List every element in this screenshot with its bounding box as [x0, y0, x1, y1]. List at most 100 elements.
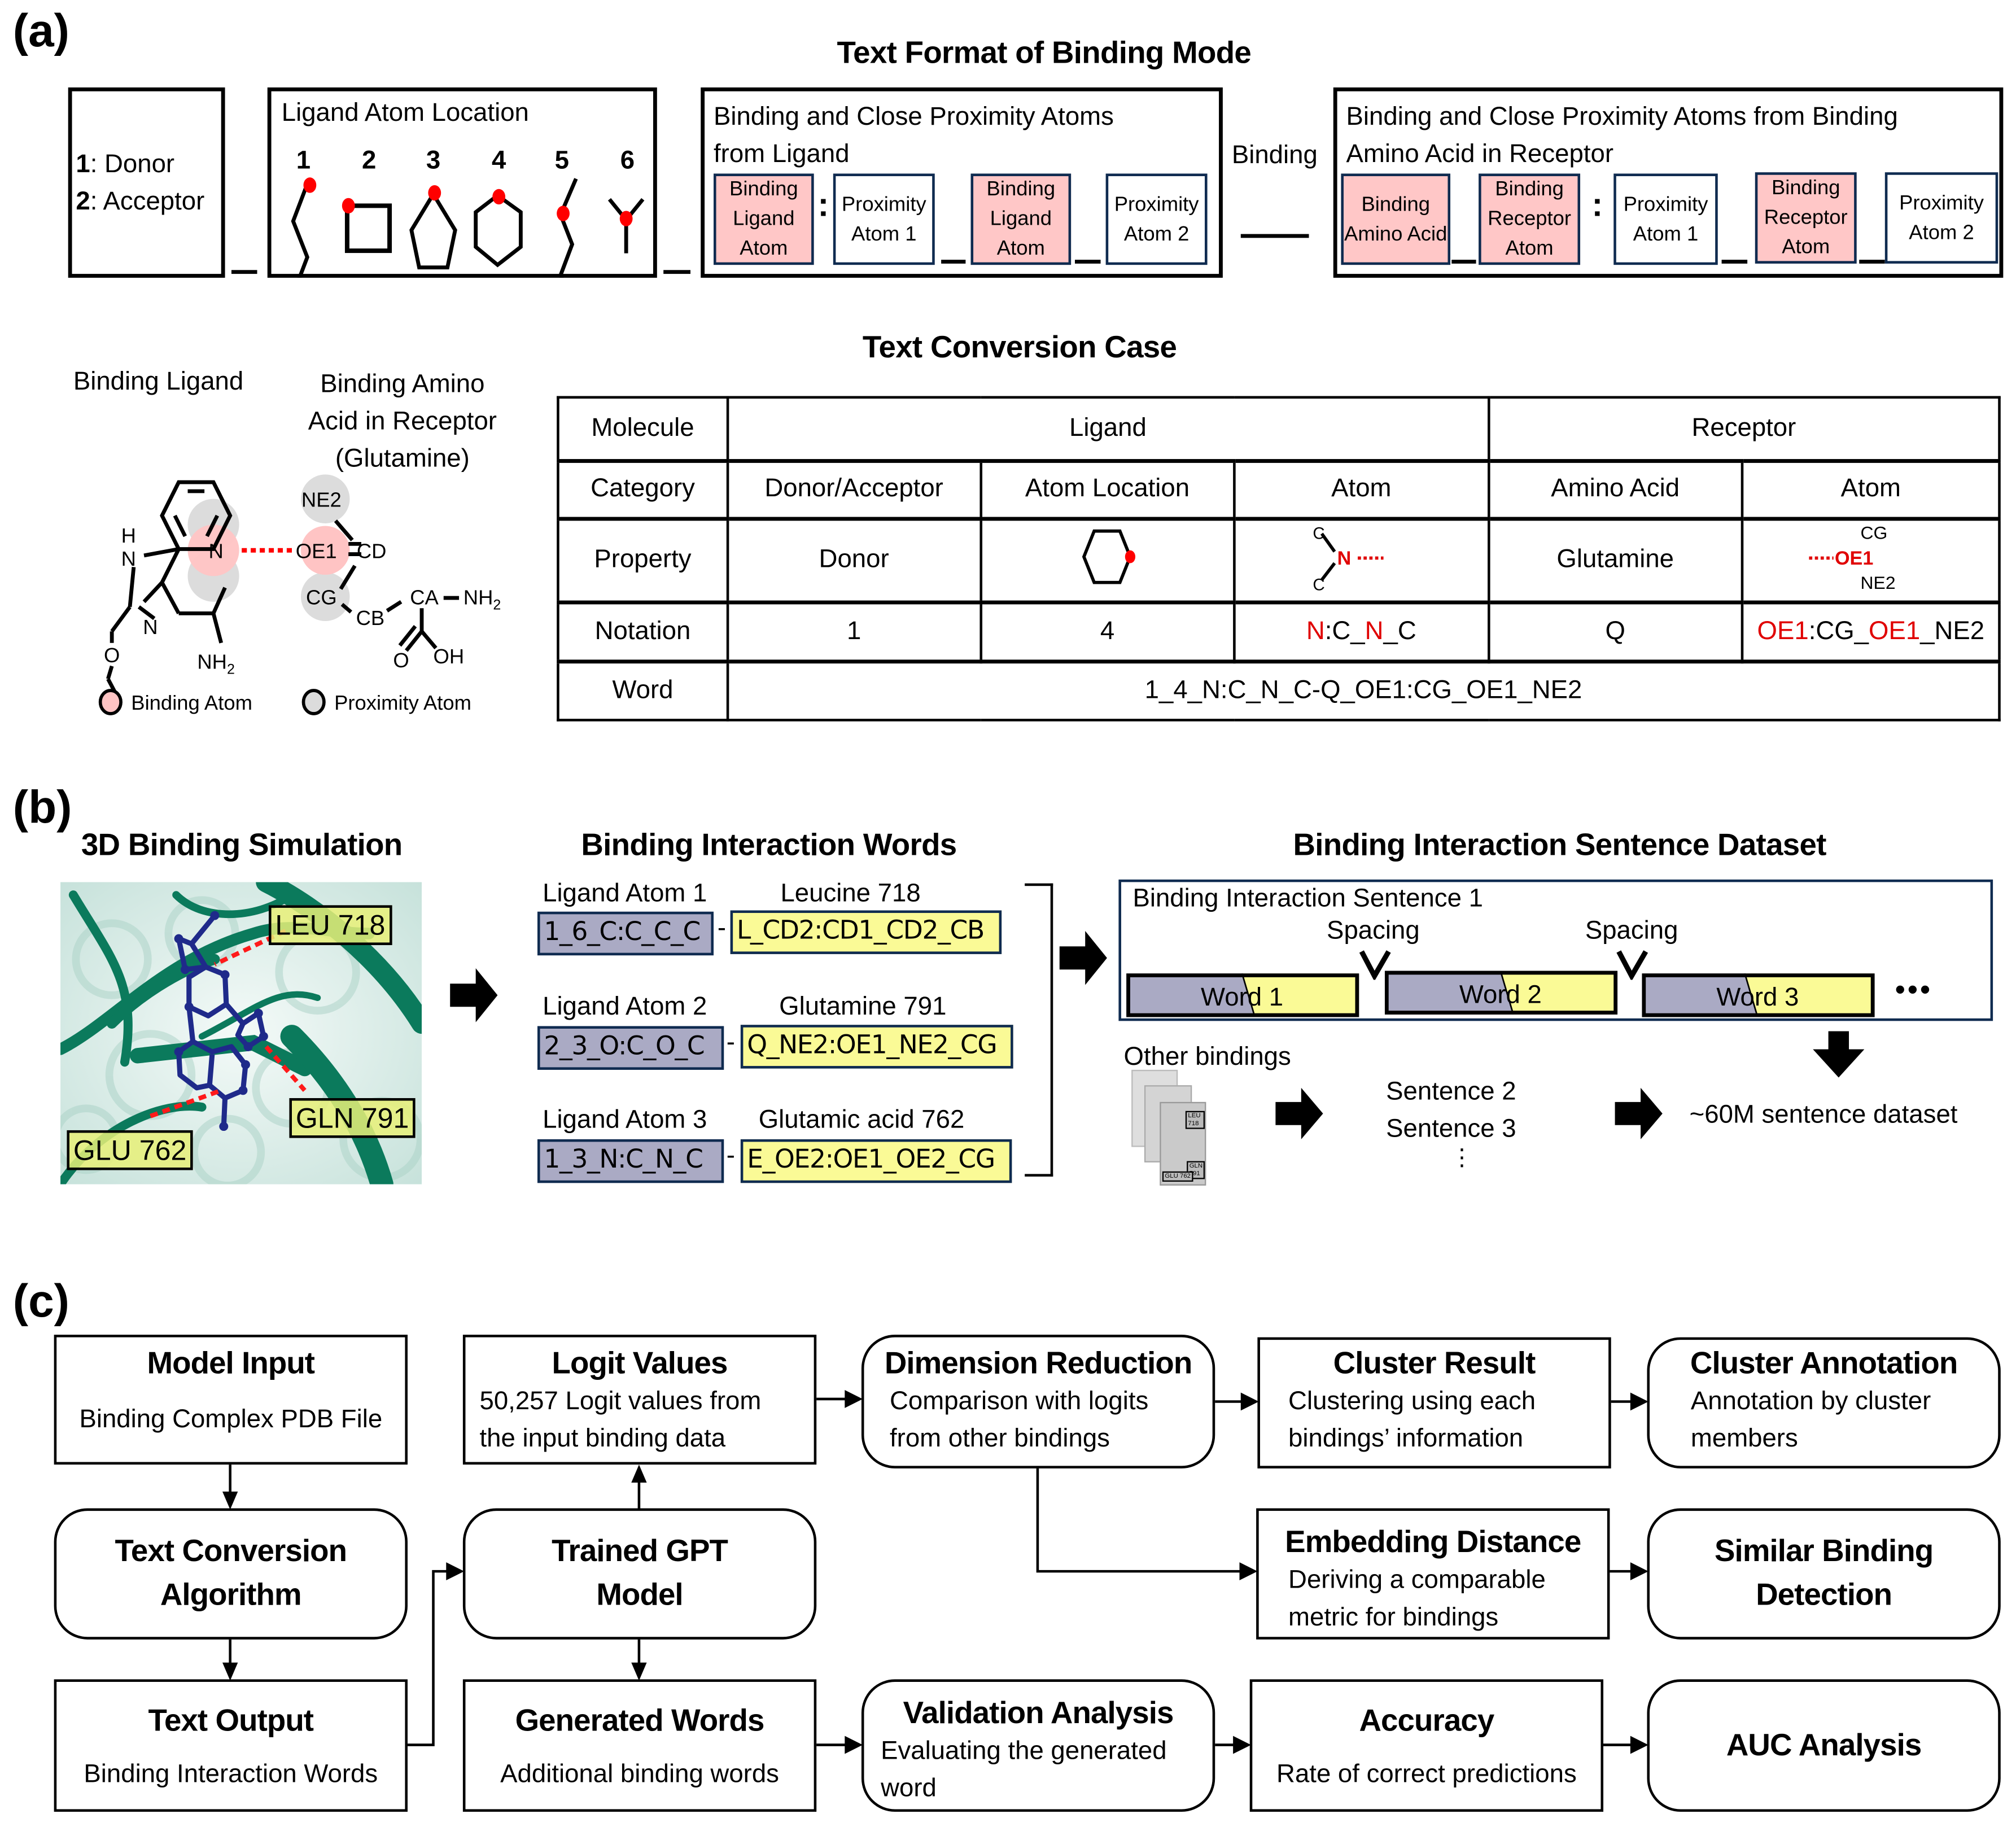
text-conversion-table: Molecule Ligand Receptor Category Donor/…	[557, 396, 2001, 722]
red-atom-dot	[342, 198, 355, 214]
cluster-annotation-box: Cluster Annotation Annotation by cluster…	[1647, 1337, 2001, 1468]
connector-line	[1036, 1468, 1241, 1573]
embedding-distance-box: Embedding Distance Deriving a comparable…	[1256, 1508, 1610, 1640]
ligand-atom-label: Ligand Atom 3	[543, 1105, 707, 1134]
row-header: Word	[557, 659, 729, 722]
atom-label-ne2: NE2	[301, 488, 342, 511]
arrow-right-icon	[1275, 1087, 1323, 1139]
generated-words-box: Generated Words Additional binding words	[462, 1679, 817, 1812]
binding-atom-legend-label: Binding Atom	[131, 691, 252, 714]
binding-ligand-atom-box: Binding Ligand Atom	[714, 173, 814, 265]
receptor-residue-label: Glutamic acid 762	[758, 1105, 965, 1134]
box-title: Similar Binding Detection	[1715, 1534, 1934, 1612]
ligand-atoms-box-title: Binding and Close Proximity Atoms from L…	[714, 99, 1114, 173]
ligand-word-box: 2_3_O:C_O_C	[537, 1026, 724, 1070]
box-subtitle: Annotation by cluster members	[1690, 1387, 1931, 1453]
box-title: Generated Words	[515, 1703, 765, 1739]
notation-segment: N	[1306, 617, 1325, 645]
red-atom-dot	[492, 189, 506, 205]
trained-gpt-model-box: Trained GPT Model	[462, 1508, 817, 1640]
more-words-ellipsis: •••	[1895, 973, 1933, 1006]
atom-label-oe1: OE1	[296, 539, 337, 562]
square-ring-shape	[344, 203, 392, 253]
svg-text:CG: CG	[1861, 522, 1888, 542]
box-title: Logit Values	[552, 1346, 728, 1382]
box-title: Validation Analysis	[903, 1696, 1174, 1731]
red-atom-dot	[619, 211, 633, 226]
cell-property-receptor-atom: CG OE1 NE2	[1741, 516, 2001, 604]
atom-label-ca: CA	[410, 585, 439, 609]
text-output-box: Text Output Binding Interaction Words	[54, 1679, 408, 1812]
sentence-title: Binding Interaction Sentence 1	[1132, 884, 1483, 914]
underscore-connector	[231, 270, 257, 274]
colon-separator: :	[817, 185, 829, 224]
dataset-size-label: ~60M sentence dataset	[1689, 1100, 1958, 1129]
cell-notation-receptor-atom: OE1:CG_OE1_NE2	[1741, 600, 2001, 662]
spacing-label: Spacing	[1327, 916, 1420, 945]
arrowhead-down-icon	[222, 1662, 238, 1681]
donor-number: 1	[76, 150, 90, 179]
box-title: Dimension Reduction	[884, 1346, 1192, 1382]
text-conversion-case-title: Text Conversion Case	[862, 330, 1177, 365]
words-title: Binding Interaction Words	[581, 828, 957, 863]
binding-ligand-title: Binding Ligand	[73, 368, 244, 396]
arrowhead-right-icon	[1630, 1736, 1648, 1754]
simulation-title: 3D Binding Simulation	[81, 828, 403, 863]
chain-middle-shape	[558, 178, 578, 278]
atom-label-n: N	[143, 615, 158, 639]
arrowhead-right-icon	[1630, 1392, 1648, 1411]
underscore-connector	[1859, 260, 1885, 264]
cell-word-value: 1_4_N:C_N_C-Q_OE1:CG_OE1_NE2	[726, 659, 2001, 722]
notation-segment: N	[1365, 617, 1384, 645]
atom-label-o: O	[393, 649, 409, 672]
box-subtitle: Rate of correct predictions	[1276, 1760, 1577, 1789]
box-title: Accuracy	[1359, 1703, 1494, 1739]
sentence-box	[1118, 879, 1993, 1021]
proximity-atom-1-box: Proximity Atom 1	[1613, 173, 1718, 265]
arrow-right-icon	[1615, 1087, 1663, 1139]
cell-category: Atom Location	[979, 458, 1236, 520]
similar-binding-detection-box: Similar Binding Detection	[1647, 1508, 2001, 1640]
spacing-chevron-icon	[1616, 950, 1648, 980]
other-bindings-label: Other bindings	[1123, 1043, 1291, 1072]
receptor-atoms-box-title: Binding and Close Proximity Atoms from B…	[1346, 99, 1898, 173]
donor-acceptor-box: 1: Donor 2: Acceptor	[68, 87, 225, 278]
cell-category: Amino Acid	[1487, 458, 1744, 520]
proximity-atom-legend-label: Proximity Atom	[334, 691, 471, 714]
notation-segment: _NE2	[1920, 617, 1985, 645]
auc-analysis-box: AUC Analysis	[1647, 1679, 2001, 1812]
box-subtitle: Evaluating the generated word	[881, 1737, 1167, 1803]
notation-segment: _C	[1383, 617, 1416, 645]
validation-analysis-box: Validation Analysis Evaluating the gener…	[861, 1679, 1215, 1812]
panel-b-label: (b)	[12, 780, 72, 833]
box-title: Cluster Result	[1333, 1346, 1536, 1382]
cluster-result-box: Cluster Result Clustering using each bin…	[1257, 1337, 1611, 1468]
sentence-word-3: Word 3	[1642, 973, 1875, 1017]
table-row-molecule: Molecule Ligand Receptor	[557, 396, 2001, 462]
arrow-down-icon	[1813, 1031, 1865, 1078]
svg-text:Word 2: Word 2	[1459, 980, 1542, 1008]
notation-segment: :CG_	[1808, 617, 1869, 645]
receptor-bonds	[334, 519, 460, 652]
atom-label-cg: CG	[306, 585, 337, 609]
cell-receptor: Receptor	[1486, 396, 2001, 462]
cell-property-donor: Donor	[726, 516, 982, 604]
spacing-chevron-icon	[1359, 950, 1391, 980]
panel-a-label: (a)	[12, 3, 69, 57]
title-line-2: Acid in Receptor	[308, 407, 497, 436]
cell-notation-location: 4	[979, 600, 1236, 662]
connector-line	[407, 1570, 448, 1746]
binding-atom-highlight	[300, 526, 350, 575]
arrowhead-right-icon	[446, 1562, 465, 1581]
row-header: Category	[557, 458, 729, 520]
ligand-word-box: 1_3_N:C_N_C	[537, 1139, 724, 1183]
notation-segment: OE1	[1757, 617, 1809, 645]
atom-label-n-binding: N	[208, 539, 223, 562]
binding-chemistry-diagram: H N N N O NH2 NE2 OE1 CD CG	[98, 474, 501, 715]
dimension-reduction-box: Dimension Reduction Comparison with logi…	[861, 1335, 1215, 1468]
atom-label-nh2: NH2	[463, 585, 501, 613]
cell-property-amino-acid: Glutamine	[1487, 516, 1744, 604]
receptor-word-box: Q_NE2:OE1_NE2_CG	[740, 1025, 1013, 1069]
location-number-5: 5	[555, 145, 569, 174]
